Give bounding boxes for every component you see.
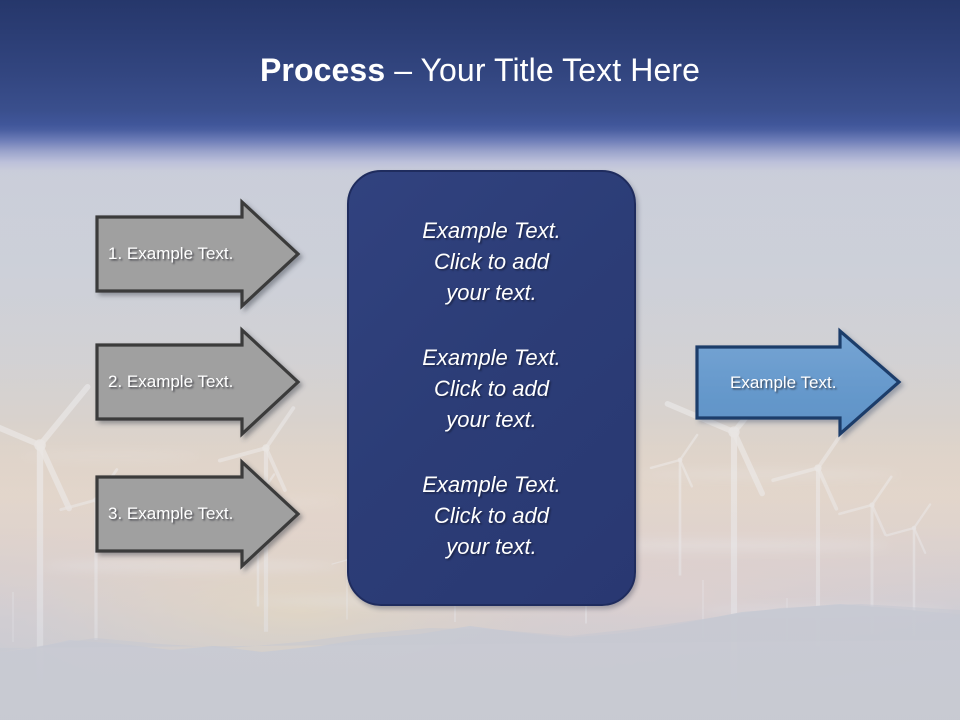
panel-block-3-line-3: your text. — [446, 533, 537, 559]
output-arrow-label: Example Text. — [730, 373, 837, 392]
title-band — [0, 0, 960, 178]
panel-block-1-line-3: your text. — [446, 279, 537, 305]
input-arrow-1-label: 1. Example Text. — [108, 244, 234, 263]
output-arrow[interactable]: Example Text. — [692, 324, 906, 448]
panel-text-block-2: Example Text. Click to add your text. — [349, 342, 634, 435]
input-arrow-3-label: 3. Example Text. — [108, 504, 234, 523]
panel-text-block-1: Example Text. Click to add your text. — [349, 215, 634, 308]
panel-block-2-line-3: your text. — [446, 406, 537, 432]
center-content-panel[interactable]: Example Text. Click to add your text. Ex… — [347, 170, 636, 606]
page-title-strong: Process — [259, 52, 386, 88]
page-title-rest: – Your Title Text Here — [385, 52, 701, 88]
input-arrow-1[interactable]: 1. Example Text. — [92, 196, 304, 318]
panel-block-3-line-1: Example Text. — [422, 471, 561, 497]
panel-text-block-3: Example Text. Click to add your text. — [349, 469, 634, 562]
panel-block-3-line-2: Click to add — [434, 502, 549, 528]
input-arrow-2-label: 2. Example Text. — [108, 372, 234, 391]
panel-block-1-line-2: Click to add — [434, 248, 549, 274]
panel-block-1-line-1: Example Text. — [422, 217, 561, 243]
input-arrow-2[interactable]: 2. Example Text. — [92, 324, 304, 446]
input-arrow-3[interactable]: 3. Example Text. — [92, 456, 304, 578]
page-title: Process – Your Title Text Here — [0, 52, 960, 89]
panel-block-2-line-1: Example Text. — [422, 344, 561, 370]
panel-block-2-line-2: Click to add — [434, 375, 549, 401]
